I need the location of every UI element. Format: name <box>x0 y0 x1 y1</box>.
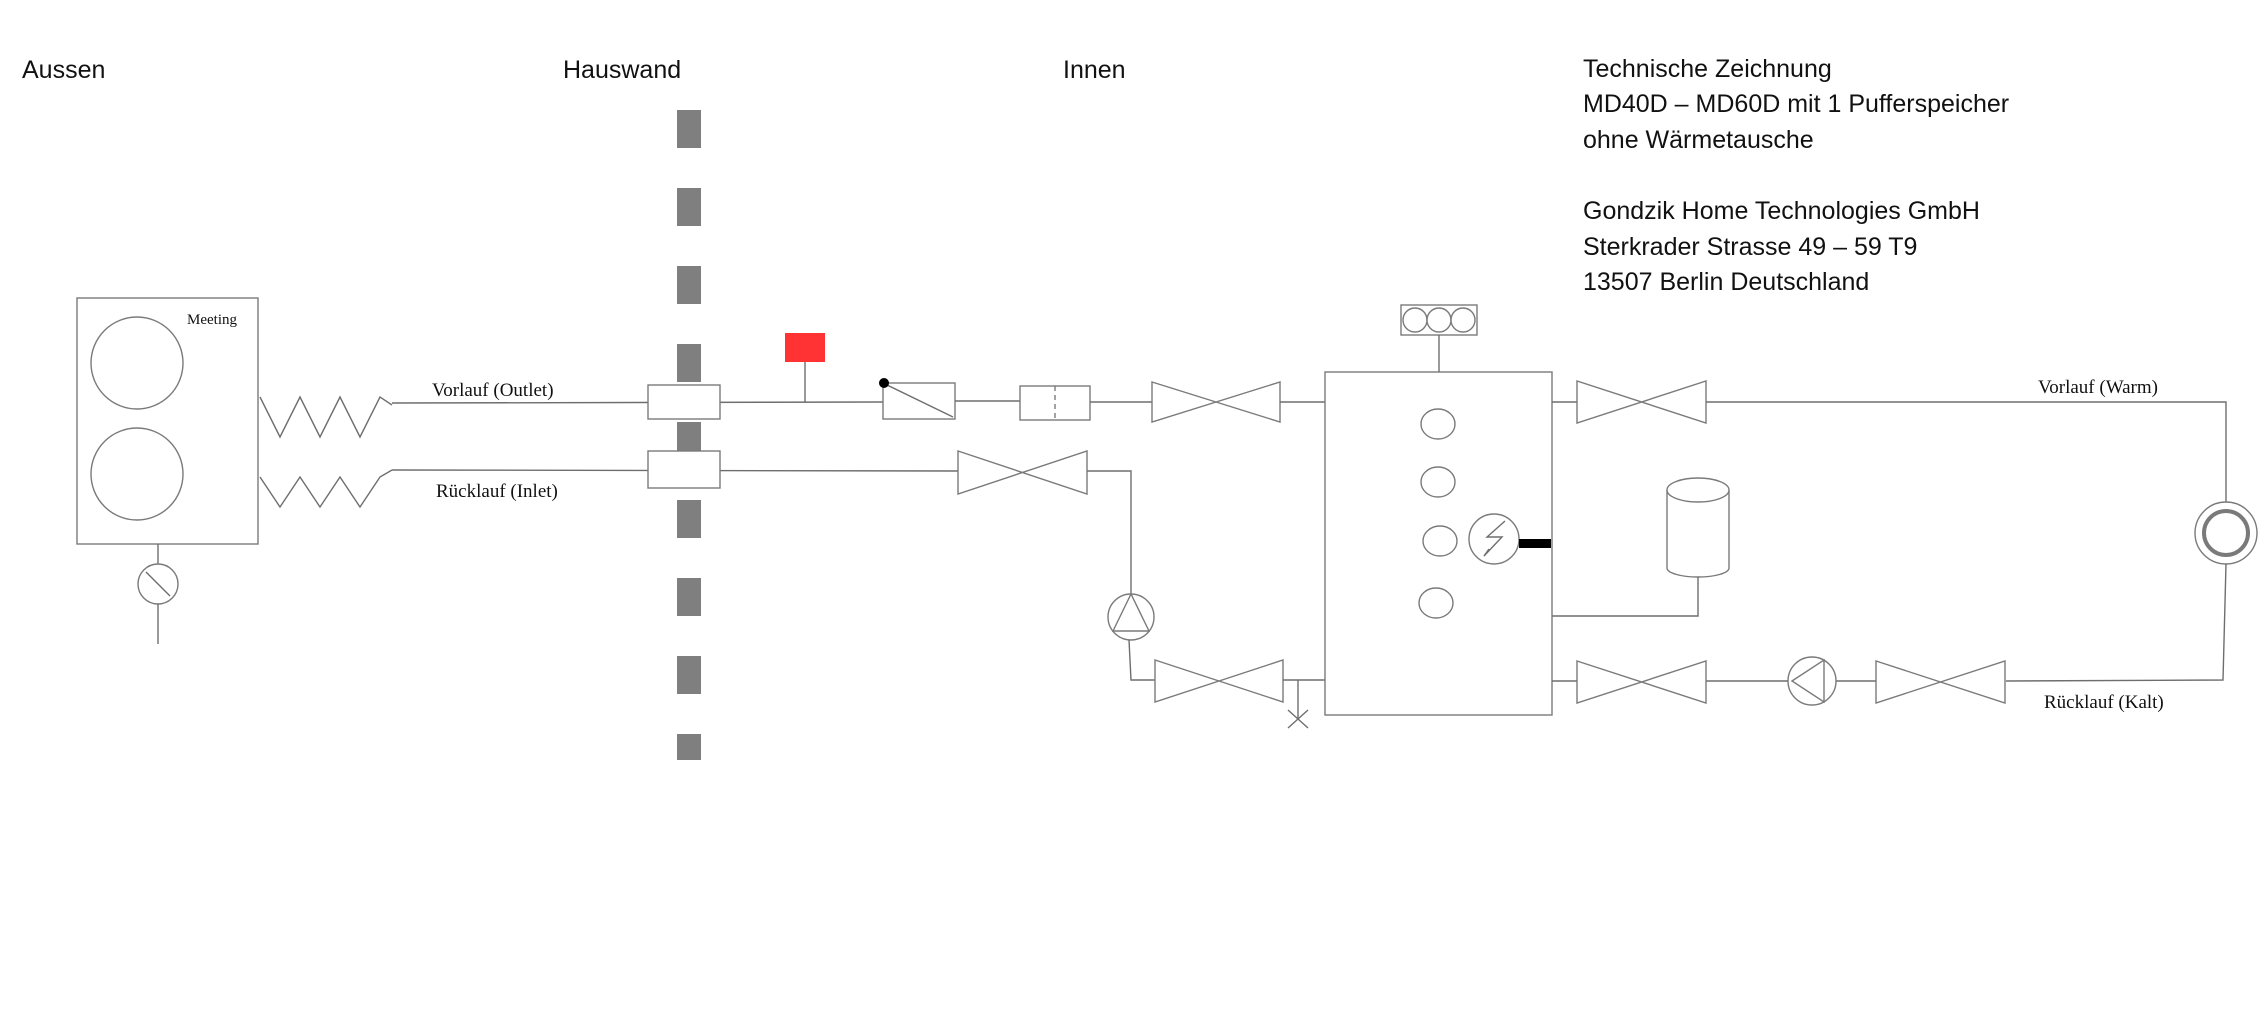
valve-warm-icon <box>1576 380 1707 424</box>
company-street: Sterkrader Strasse 49 – 59 T9 <box>1583 233 1917 261</box>
red-block <box>785 333 825 362</box>
fan-icon <box>90 427 184 521</box>
company-city: 13507 Berlin Deutschland <box>1583 268 1869 296</box>
label-cold: Rücklauf (Kalt) <box>2044 692 2164 713</box>
title-line-2: MD40D – MD60D mit 1 Pufferspeicher <box>1583 90 2009 118</box>
pump-secondary <box>1787 656 1837 706</box>
title-line-3: ohne Wärmetausche <box>1583 126 1814 154</box>
label-outlet: Vorlauf (Outlet) <box>432 380 554 401</box>
zone-label-outside: Aussen <box>22 56 105 84</box>
heater-icon <box>1468 513 1520 565</box>
pump-primary <box>1107 592 1155 641</box>
pipe-outlet <box>391 401 884 404</box>
wall-sleeve-outlet <box>647 384 721 420</box>
tank-port-icon <box>1418 587 1454 619</box>
valve-supply-icon <box>1151 381 1281 423</box>
drain-valve <box>1287 680 1309 729</box>
title-block: Technische Zeichnung MD40D – MD60D mit 1… <box>1583 55 2009 296</box>
valve-return-icon <box>957 450 1088 495</box>
company-name: Gondzik Home Technologies GmbH <box>1583 197 1980 225</box>
thermostat-bar <box>1519 539 1551 548</box>
filter <box>1019 385 1091 421</box>
title-line-1: Technische Zeichnung <box>1583 55 1832 83</box>
label-inlet: Rücklauf (Inlet) <box>436 481 558 502</box>
valve-cold-icon <box>1875 660 2006 704</box>
flex-hose-outlet-icon <box>259 395 393 439</box>
zone-label-inside: Innen <box>1063 56 1126 84</box>
expansion-vessel <box>1552 477 1730 617</box>
check-valve <box>879 378 956 420</box>
zone-label-wall: Hauswand <box>563 56 681 84</box>
valve-cold-tank-icon <box>1576 660 1707 704</box>
valve-bottom-icon <box>1154 659 1284 703</box>
heat-pump-label: Meeting <box>187 312 237 328</box>
outdoor-sensor <box>137 544 179 644</box>
label-warm: Vorlauf (Warm) <box>2038 377 2158 398</box>
controller <box>1400 304 1478 372</box>
tank-port-icon <box>1420 408 1456 440</box>
tank-port-icon <box>1422 525 1458 557</box>
heat-pump-unit: Meeting <box>76 297 259 545</box>
fan-icon <box>90 316 184 410</box>
buffer-tank <box>1324 371 1553 716</box>
flex-hose-inlet-icon <box>259 469 393 509</box>
wall-sleeve-inlet <box>647 450 721 489</box>
heating-consumer <box>2194 501 2258 565</box>
tank-port-icon <box>1420 466 1456 498</box>
